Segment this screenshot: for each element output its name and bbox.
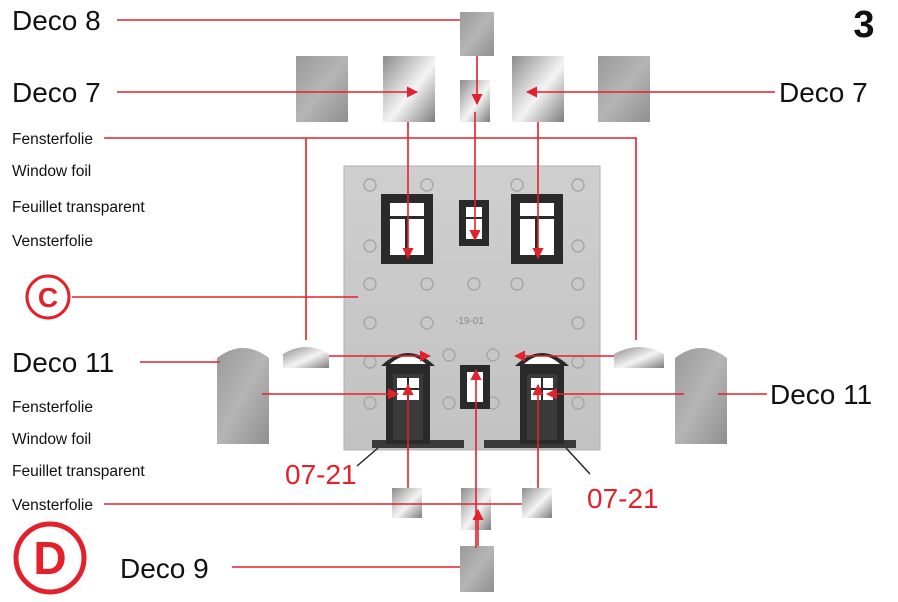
foil-bottom-de: Fensterfolie (12, 399, 93, 416)
leader-lines (72, 19, 775, 568)
foil-top-fr: Feuillet transparent (12, 199, 145, 216)
foil-piece-upper-left (383, 56, 435, 122)
label-deco7-right: Deco 7 (779, 77, 868, 108)
label-part-0721-right: 07-21 (587, 483, 659, 514)
label-part-0721-left: 07-21 (285, 459, 357, 490)
door-right (515, 353, 569, 444)
svg-text:-19-01: -19-01 (455, 316, 484, 327)
badge-c-letter: C (38, 282, 58, 313)
window-frame-lower-center (460, 365, 490, 409)
window-frame-upper-right (511, 194, 563, 264)
deco11-piece-right (675, 348, 727, 444)
foil-top-nl: Vensterfolie (12, 233, 93, 250)
window-frame-upper-left (381, 194, 433, 264)
step-number: 3 (853, 4, 874, 46)
foil-piece-upper-right (512, 56, 564, 122)
deco11-piece-left (217, 348, 269, 444)
foil-bottom-nl: Vensterfolie (12, 497, 93, 514)
label-deco9: Deco 9 (120, 553, 209, 584)
badge-d: D (13, 521, 87, 595)
label-deco7-left: Deco 7 (12, 77, 101, 108)
foil-top-de: Fensterfolie (12, 131, 93, 148)
arch-foil-piece-left (283, 347, 329, 368)
label-deco11-left: Deco 11 (12, 347, 114, 378)
deco8-piece (460, 12, 494, 56)
foil-top-en: Window foil (12, 163, 91, 180)
badge-c: C (25, 274, 71, 320)
foil-bottom-fr: Feuillet transparent (12, 463, 145, 480)
window-frame-upper-center (459, 200, 489, 246)
foil-legend-top: Fensterfolie Window foil Feuillet transp… (12, 131, 145, 250)
arch-foil-piece-right (614, 347, 664, 368)
deco7-piece-left (296, 56, 348, 122)
foil-piece-lower-right (522, 488, 552, 518)
foil-legend-bottom: Fensterfolie Window foil Feuillet transp… (12, 399, 145, 514)
label-deco8: Deco 8 (12, 5, 101, 36)
deco9-piece (460, 546, 494, 592)
foil-piece-lower-left (392, 488, 422, 518)
deco7-piece-right (598, 56, 650, 122)
label-deco11-right: Deco 11 (770, 379, 872, 410)
foil-bottom-en: Window foil (12, 431, 91, 448)
badge-d-letter: D (33, 532, 66, 584)
